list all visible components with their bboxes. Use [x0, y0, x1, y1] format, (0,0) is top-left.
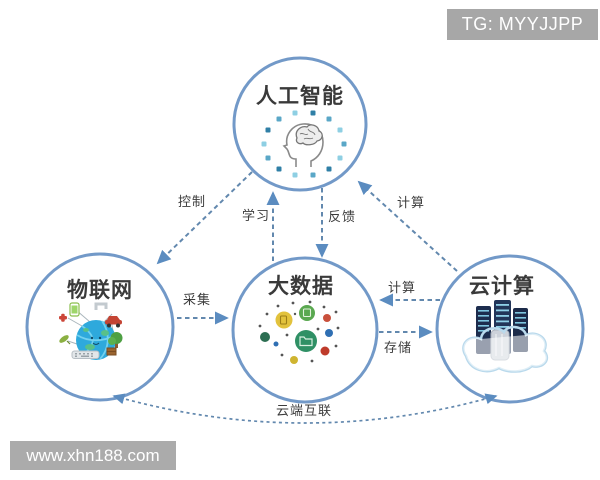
edge-label-store: 存储 — [384, 340, 412, 355]
telegram-badge: TG: MYYJJPP — [447, 9, 598, 40]
node-cloud-title: 云计算 — [469, 274, 535, 298]
node-ai-title: 人工智能 — [256, 84, 344, 108]
iot-globe-devices-icon — [59, 302, 123, 360]
edge-label-feedback: 反馈 — [328, 209, 356, 224]
edge-label-collect: 采集 — [183, 292, 211, 307]
edge-iot-cloud-interconnect — [112, 393, 498, 424]
node-iot-title: 物联网 — [67, 278, 133, 302]
edge-label-learn: 学习 — [242, 208, 270, 223]
bigdata-scatter-dots-icon — [258, 300, 340, 364]
edge-ai-to-iot — [156, 171, 253, 265]
edge-label-interconnect: 云端互联 — [276, 403, 332, 418]
website-watermark: www.xhn188.com — [10, 441, 176, 470]
edge-label-compute-bd: 计算 — [388, 280, 416, 295]
edge-label-control: 控制 — [178, 194, 206, 209]
edge-label-compute-ai: 计算 — [397, 195, 425, 210]
cloud-servers-icon — [462, 300, 549, 373]
node-bigdata-title: 大数据 — [268, 275, 334, 298]
edge-cloud-to-ai — [357, 180, 458, 272]
ai-head-brain-icon — [261, 110, 347, 178]
